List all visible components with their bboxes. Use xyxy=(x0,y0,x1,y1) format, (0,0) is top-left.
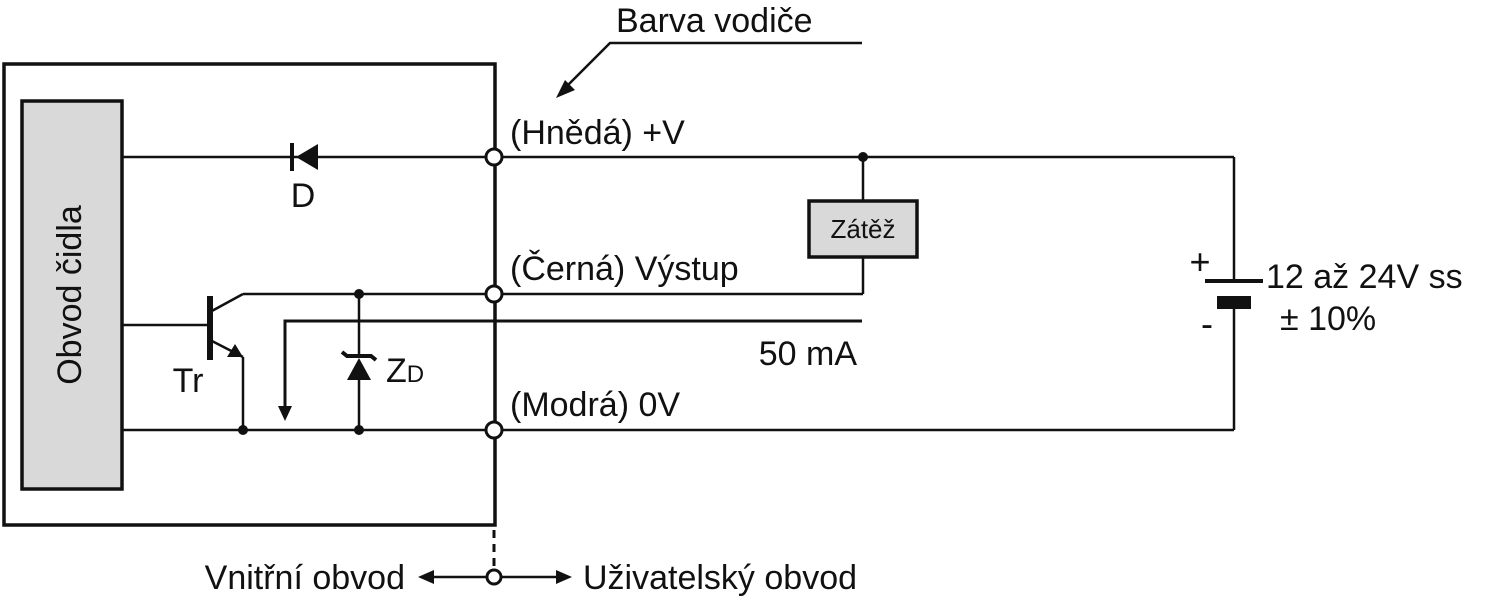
terminal-black xyxy=(484,284,504,304)
transistor-symbol xyxy=(122,292,245,430)
zener-label: ZD xyxy=(386,352,424,390)
wire-color-label: Barva vodiče xyxy=(616,2,813,40)
current-flow-arrow xyxy=(278,319,862,421)
transistor-label: Tr xyxy=(173,362,204,400)
supply-voltage-label: 12 až 24V ss xyxy=(1266,258,1463,296)
supply-minus-sign: - xyxy=(1201,303,1213,344)
junction-dot xyxy=(354,289,364,299)
diode-symbol xyxy=(290,143,318,171)
black-wire-label: (Černá) Výstup xyxy=(510,250,739,288)
blue-wire-label: (Modrá) 0V xyxy=(510,386,680,424)
sensor-circuit-block xyxy=(20,99,124,491)
zener-label-main: Z xyxy=(386,352,407,390)
diode-label: D xyxy=(291,177,316,215)
brown-wire-label: (Hnědá) +V xyxy=(510,114,685,152)
wire-color-callout xyxy=(556,41,862,98)
load-box xyxy=(807,199,919,259)
current-label: 50 mA xyxy=(759,335,858,373)
junction-dot xyxy=(238,425,248,435)
internal-circuit-label: Vnitřní obvod xyxy=(205,559,405,597)
load-label: Zátěž xyxy=(830,214,895,244)
boundary-point xyxy=(485,568,503,586)
zener-label-sub: D xyxy=(407,361,424,388)
sensor-circuit-label: Obvod čidla xyxy=(51,205,89,385)
junction-dot xyxy=(354,425,364,435)
user-circuit-label: Uživatelský obvod xyxy=(583,559,857,597)
power-supply-symbol xyxy=(1205,157,1263,430)
supply-tolerance-label: ± 10% xyxy=(1280,300,1376,338)
terminal-blue xyxy=(484,420,504,440)
supply-plus-sign: + xyxy=(1189,241,1210,282)
terminal-brown xyxy=(484,147,504,167)
boundary-arrows xyxy=(418,570,572,584)
zener-diode-symbol xyxy=(340,294,378,430)
